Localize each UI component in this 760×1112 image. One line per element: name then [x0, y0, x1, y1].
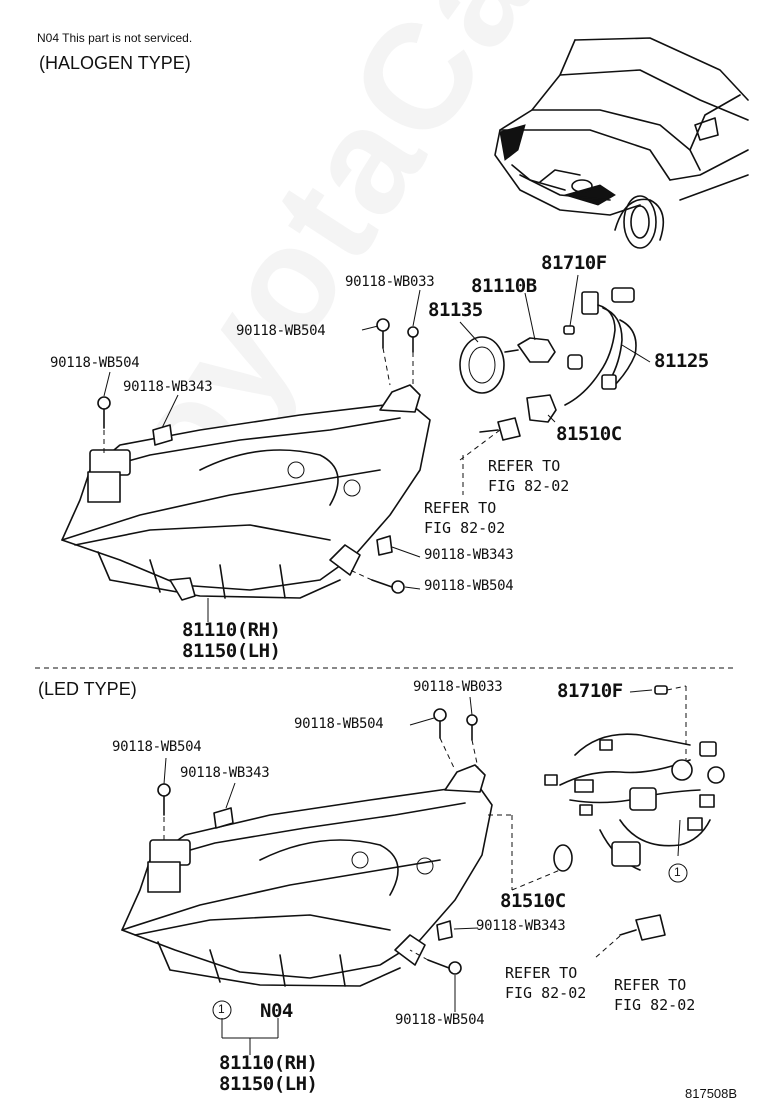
- refer-to-fig[interactable]: REFER TO FIG 82-02: [505, 964, 587, 1002]
- led-harness: [544, 685, 725, 941]
- halogen-fasteners: [97, 318, 419, 594]
- halogen-type-title: (HALOGEN TYPE): [39, 53, 191, 73]
- part-label[interactable]: 81150(LH): [182, 640, 281, 662]
- led-headlamp: [121, 764, 493, 987]
- part-label[interactable]: 81110B: [471, 275, 537, 297]
- part-label[interactable]: 90118-WB504: [50, 355, 140, 371]
- callout-number: 1: [218, 1002, 225, 1016]
- led-leader-lines: [163, 685, 687, 1055]
- part-label[interactable]: 81135: [428, 299, 483, 321]
- part-label[interactable]: 90118-WB504: [236, 323, 326, 339]
- part-label[interactable]: 90118-WB504: [294, 716, 384, 732]
- part-label[interactable]: 90118-WB033: [413, 679, 503, 695]
- part-label[interactable]: 81110(RH): [182, 619, 281, 641]
- callout-circle-1-led-harness: [668, 863, 688, 883]
- refer-to-fig[interactable]: REFER TO FIG 82-02: [614, 976, 696, 1014]
- refer-to-fig[interactable]: REFER TO FIG 82-02: [424, 499, 506, 537]
- led-type-title: (LED TYPE): [38, 679, 137, 699]
- halogen-headlamp: [61, 384, 431, 601]
- part-label[interactable]: 81510C: [556, 423, 622, 445]
- part-label[interactable]: 81110(RH): [219, 1052, 318, 1074]
- callout-number: 1: [674, 865, 681, 879]
- part-label[interactable]: 90118-WB033: [345, 274, 435, 290]
- part-label[interactable]: 81710F: [557, 680, 623, 702]
- part-label[interactable]: 90118-WB504: [112, 739, 202, 755]
- part-label[interactable]: 81710F: [541, 252, 607, 274]
- part-label[interactable]: 90118-WB504: [395, 1012, 485, 1028]
- halogen-bulb-harness: [459, 287, 637, 441]
- figure-id: 817508B: [685, 1086, 738, 1101]
- part-label[interactable]: 90118-WB343: [123, 379, 213, 395]
- n04-note-marker: N04: [260, 1000, 293, 1022]
- not-serviced-note: N04 This part is not serviced.: [37, 31, 193, 45]
- car-illustration: [494, 37, 749, 249]
- part-label[interactable]: 81150(LH): [219, 1073, 318, 1095]
- led-fasteners: [157, 708, 478, 975]
- part-label[interactable]: 90118-WB504: [424, 578, 514, 594]
- callout-circle-1-led-left: [212, 1000, 232, 1020]
- part-label[interactable]: 81125: [654, 350, 709, 372]
- part-label[interactable]: 90118-WB343: [476, 918, 566, 934]
- part-label[interactable]: 90118-WB343: [424, 547, 514, 563]
- refer-to-fig[interactable]: REFER TO FIG 82-02: [488, 457, 570, 495]
- part-label[interactable]: 81510C: [500, 890, 566, 912]
- part-label[interactable]: 90118-WB343: [180, 765, 270, 781]
- halogen-leader-lines: [103, 274, 651, 622]
